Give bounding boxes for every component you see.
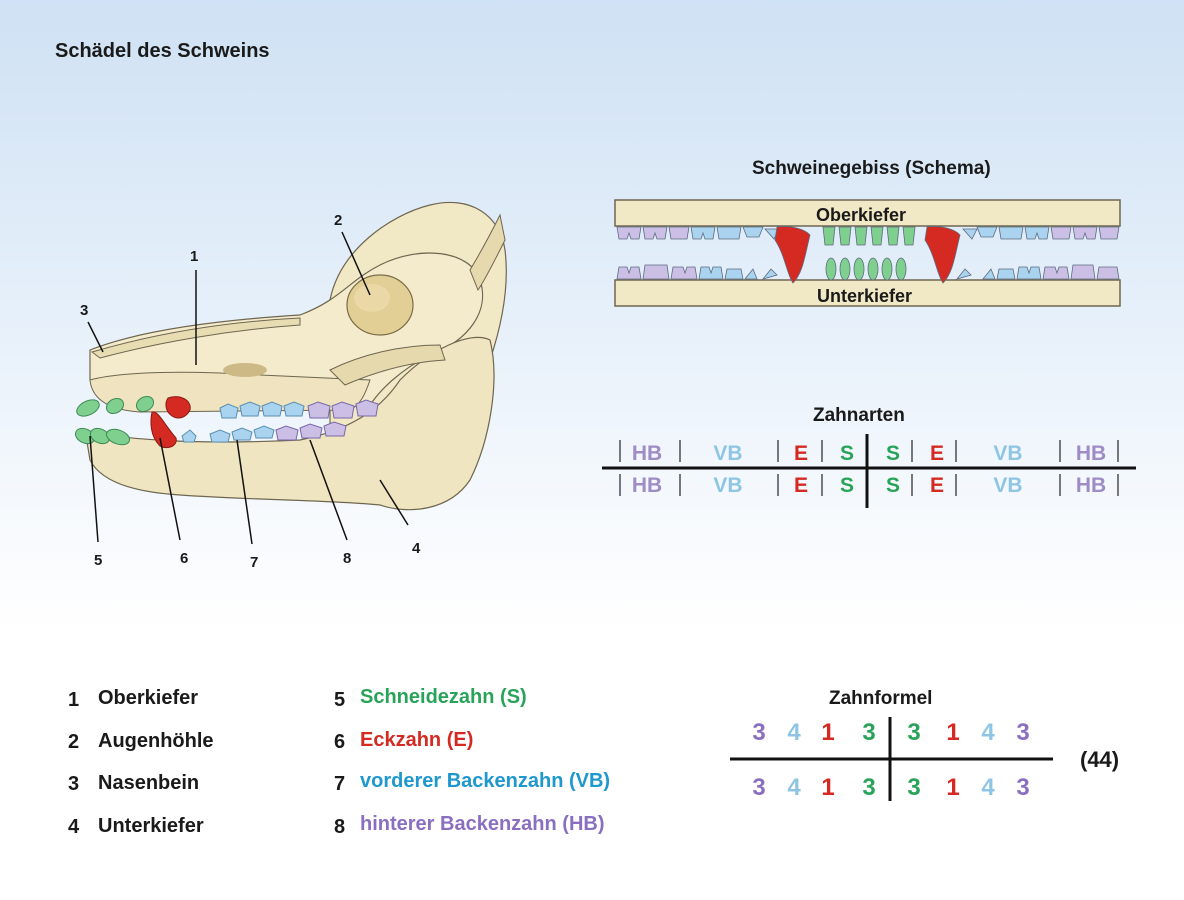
- formula-lower-2: 4: [787, 774, 801, 801]
- upper-molars: [307, 399, 379, 419]
- zahnart-lower-8: HB: [1075, 474, 1107, 497]
- legend-num-2: 2: [68, 731, 80, 753]
- skull-label-1: 1: [190, 248, 199, 265]
- formula-upper-3: 1: [821, 719, 835, 746]
- upper-premolars: [219, 401, 305, 419]
- zahnart-lower-1: HB: [631, 474, 663, 497]
- nasal-bone: [90, 317, 301, 359]
- zahnart-upper-2: VB: [713, 442, 743, 465]
- formula-upper-5: 3: [907, 719, 921, 746]
- formula-lower-3: 1: [821, 774, 835, 801]
- zahnart-upper-5: S: [885, 442, 900, 465]
- skull-label-6: 6: [180, 550, 189, 567]
- lower-molars: [275, 421, 347, 441]
- skull-label-8: 8: [343, 550, 352, 567]
- zahnart-upper-1: HB: [631, 442, 663, 465]
- legend-text-3: Nasenbein: [98, 772, 200, 794]
- lower-jaw-bar: [614, 279, 1121, 307]
- skull-foramen: [223, 363, 267, 377]
- zahnformel-grid: [730, 717, 1053, 801]
- page-title: Schädel des Schweins: [55, 40, 270, 62]
- formula-lower-5: 3: [907, 774, 921, 801]
- legend-text-8: hinterer Backenzahn (HB): [360, 813, 605, 835]
- zahnformel-title: Zahnformel: [829, 688, 933, 709]
- lower-jaw: [84, 336, 495, 511]
- formula-lower-6: 1: [946, 774, 960, 801]
- legend-num-7: 7: [334, 773, 346, 795]
- formula-total: (44): [1080, 747, 1120, 772]
- lower-premolars: [181, 425, 275, 443]
- formula-lower-1: 3: [752, 774, 766, 801]
- zahnart-lower-6: E: [929, 474, 944, 497]
- formula-upper-8: 3: [1016, 719, 1030, 746]
- formula-lower-8: 3: [1016, 774, 1030, 801]
- zahnart-upper-6: E: [929, 442, 944, 465]
- legend-text-7: vorderer Backenzahn (VB): [360, 770, 611, 792]
- zahnart-lower-2: VB: [713, 474, 743, 497]
- formula-upper-6: 1: [946, 719, 960, 746]
- zahnart-lower-5: S: [885, 474, 900, 497]
- schema-title: Schweinegebiss (Schema): [752, 158, 991, 179]
- skull-label-4: 4: [412, 540, 421, 557]
- formula-upper-2: 4: [787, 719, 801, 746]
- zahnart-lower-7: VB: [993, 474, 1023, 497]
- leader-lines: [87, 231, 409, 545]
- legend-text-2: Augenhöhle: [98, 730, 214, 752]
- zahnart-upper-7: VB: [993, 442, 1023, 465]
- dentition-schema: [614, 199, 1121, 307]
- formula-lower-4: 3: [862, 774, 876, 801]
- legend-text-6: Eckzahn (E): [360, 729, 474, 751]
- pig-skull-illustration: [74, 201, 507, 545]
- zahnarten-grid: [602, 434, 1136, 508]
- legend-text-4: Unterkiefer: [98, 815, 204, 837]
- legend-num-3: 3: [68, 773, 80, 795]
- schema-upper-jaw-label: Oberkiefer: [816, 205, 907, 225]
- zahnart-lower-4: S: [839, 474, 854, 497]
- legend-text-5: Schneidezahn (S): [360, 686, 527, 708]
- legend-num-5: 5: [334, 689, 346, 711]
- legend-num-6: 6: [334, 731, 346, 753]
- zahnart-upper-4: S: [839, 442, 854, 465]
- zahnart-upper-8: HB: [1075, 442, 1107, 465]
- legend-num-4: 4: [68, 816, 80, 838]
- legend-num-1: 1: [68, 689, 80, 711]
- formula-upper-7: 4: [981, 719, 995, 746]
- zahnarten-title: Zahnarten: [813, 405, 905, 426]
- legend-num-8: 8: [334, 816, 346, 838]
- zahnart-lower-3: E: [793, 474, 808, 497]
- schema-lower-jaw-label: Unterkiefer: [817, 286, 913, 306]
- formula-lower-7: 4: [981, 774, 995, 801]
- canines: [150, 396, 191, 449]
- skull-label-7: 7: [250, 554, 259, 571]
- legend-text-1: Oberkiefer: [98, 687, 199, 709]
- zahnart-upper-3: E: [793, 442, 808, 465]
- incisors: [74, 395, 155, 446]
- skull-label-2: 2: [334, 212, 343, 229]
- skull-label-5: 5: [94, 552, 103, 569]
- formula-upper-1: 3: [752, 719, 766, 746]
- upper-jaw-bar: [614, 199, 1121, 227]
- formula-upper-4: 3: [862, 719, 876, 746]
- skull-label-3: 3: [80, 302, 89, 319]
